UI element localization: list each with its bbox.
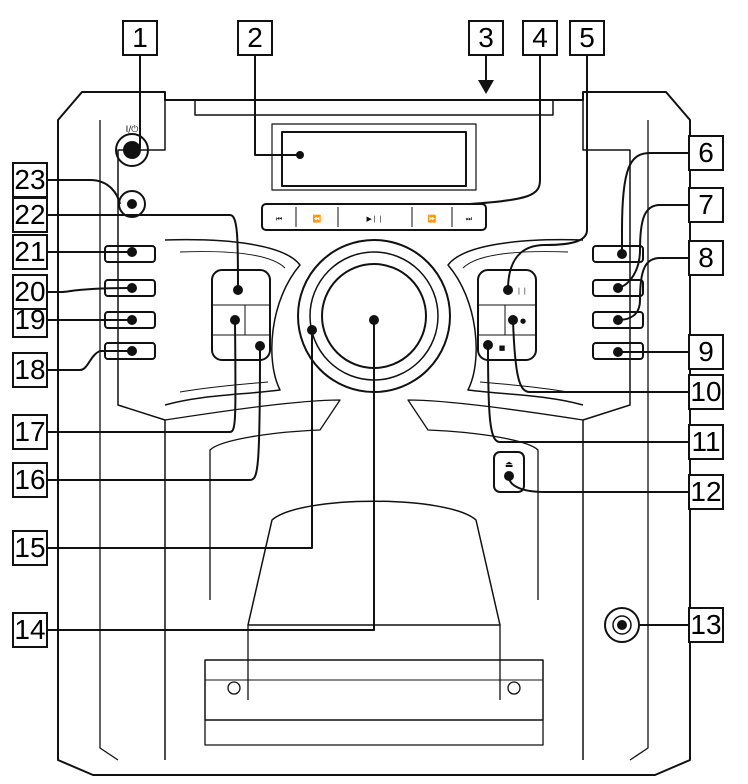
top-panel <box>194 100 554 116</box>
display-frame <box>271 123 477 191</box>
right-button-3 <box>592 311 644 329</box>
cabinet-inner-right <box>629 120 649 761</box>
right-wing <box>447 238 584 406</box>
record-glyph: ● <box>520 317 526 325</box>
cabinet-inner-left <box>99 120 119 761</box>
transport-bar <box>261 203 487 231</box>
callout-22: 22 <box>12 197 48 233</box>
lower-wing-right <box>407 399 584 600</box>
callout-8: 8 <box>688 240 724 276</box>
callout-14: 14 <box>12 612 48 648</box>
callout-1: 1 <box>122 20 158 56</box>
eject-icon: ⏏ <box>505 460 514 470</box>
transport-glyphs: ⏮ ⏪ ▶❘❘ ⏩ ⏭ <box>276 214 473 223</box>
callout-11: 11 <box>688 424 724 460</box>
right-button-1 <box>592 245 644 263</box>
transport-glyph-prev: ⏮ <box>276 215 282 223</box>
callout-17: 17 <box>12 414 48 450</box>
callout-23: 23 <box>12 162 48 198</box>
base <box>204 720 544 746</box>
callout-9: 9 <box>688 334 724 370</box>
arrow-3 <box>478 80 494 94</box>
callout-18: 18 <box>12 352 48 388</box>
tape-deck <box>204 659 544 721</box>
transport-glyph-next: ⏭ <box>466 215 473 223</box>
callout-5: 5 <box>569 20 605 56</box>
callout-4: 4 <box>522 20 558 56</box>
callout-15: 15 <box>12 530 48 566</box>
right-pad <box>477 269 537 361</box>
display-window <box>281 131 467 187</box>
callout-2: 2 <box>237 20 273 56</box>
transport-glyph-rew: ⏪ <box>313 214 322 223</box>
right-column <box>582 100 631 760</box>
right-pad-glyphs: ❘❘ ● ■ <box>499 287 528 352</box>
power-button <box>115 133 149 167</box>
pause-glyph: ❘❘ <box>516 287 528 295</box>
left-button-1 <box>104 245 156 263</box>
cd-tray-slot <box>247 500 501 626</box>
left-column <box>117 100 166 760</box>
callout-13: 13 <box>688 607 724 643</box>
marker-dots <box>127 151 627 630</box>
left-pad <box>211 269 271 361</box>
callout-3: 3 <box>468 20 504 56</box>
transport-glyph-ff: ⏩ <box>428 214 437 223</box>
callout-6: 6 <box>688 135 724 171</box>
callout-16: 16 <box>12 462 48 498</box>
callout-7: 7 <box>688 187 724 223</box>
callout-12: 12 <box>688 474 724 510</box>
stop-glyph: ■ <box>499 344 506 352</box>
callout-10: 10 <box>688 374 724 410</box>
callout-21: 21 <box>12 234 48 270</box>
right-button-2 <box>592 279 644 297</box>
left-wing <box>164 238 301 406</box>
power-label: I/⏻ <box>126 124 139 135</box>
transport-glyph-play: ▶❘❘ <box>366 215 383 223</box>
lower-wing-left <box>164 399 341 600</box>
eject-button <box>493 451 525 493</box>
leader-lines <box>48 55 688 631</box>
callout-20: 20 <box>12 274 48 310</box>
